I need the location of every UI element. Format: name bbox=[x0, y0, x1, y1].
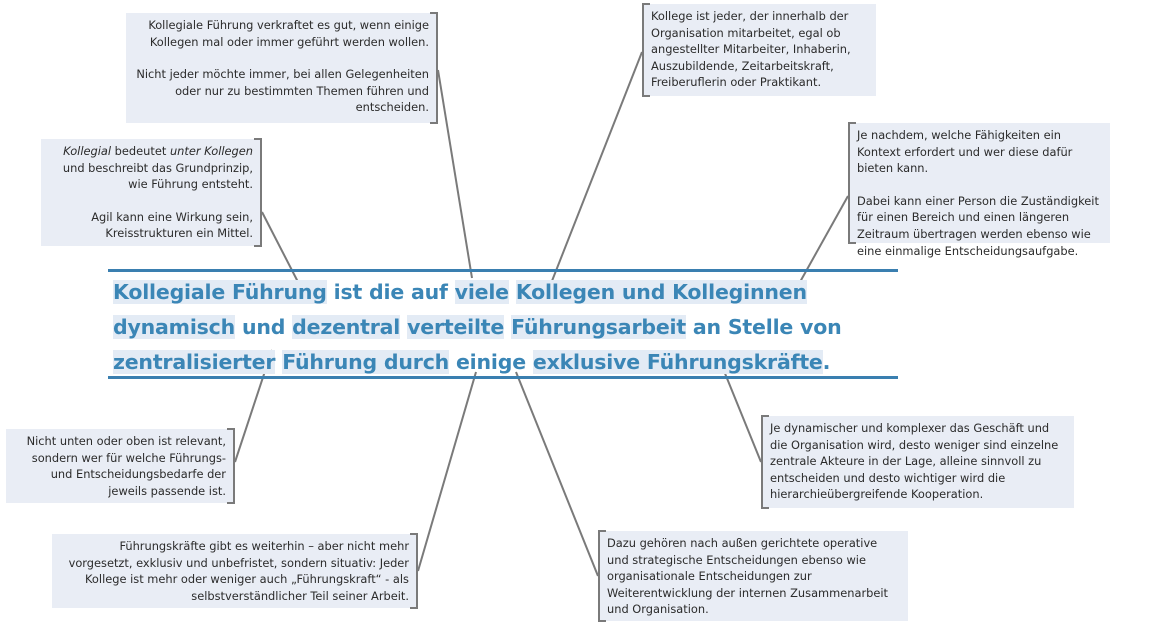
box-bottom-left: Führungskräfte gibt es weiterhin – aber … bbox=[52, 533, 418, 609]
box-left-bottom-p1: Nicht unten oder oben ist relevant, sond… bbox=[26, 434, 226, 498]
central-statement: Kollegiale Führung ist die auf viele Kol… bbox=[113, 275, 903, 380]
box-right-bottom: Je dynamischer und komplexer das Geschäf… bbox=[761, 415, 1074, 509]
text-grundprinzip: und beschreibt das Grundprinzip, wie Füh… bbox=[62, 160, 253, 192]
connector-right-bottom bbox=[721, 365, 762, 463]
box-left-top-p1: Kollegial bedeutet unter Kollegen und be… bbox=[48, 143, 253, 193]
central-highlight: viele bbox=[454, 280, 509, 304]
box-bottom-right: Dazu gehören nach außen gerichtete opera… bbox=[598, 530, 908, 622]
box-top-right: Kollege ist jeder, der innerhalb der Org… bbox=[642, 3, 876, 97]
central-highlight: dezentral bbox=[292, 315, 401, 339]
central-highlight: Führung durch bbox=[282, 350, 450, 374]
bottom-rule bbox=[108, 376, 898, 379]
box-right-top: Je nachdem, welche Fähigkeiten ein Konte… bbox=[848, 122, 1110, 258]
central-highlight: zentralisierter bbox=[113, 350, 276, 374]
central-text bbox=[509, 280, 516, 304]
connector-bottom-left bbox=[417, 371, 477, 572]
connector-top-center bbox=[437, 69, 473, 279]
box-right-top-p2: Dabei kann einer Person die Zuständigkei… bbox=[857, 193, 1099, 258]
connector-right-top bbox=[799, 195, 849, 283]
connector-top-right bbox=[549, 51, 643, 287]
central-highlight: Kollegen und Kolleginnen bbox=[515, 280, 807, 304]
central-highlight: Kollegiale Führung bbox=[113, 280, 327, 304]
central-text: ist die auf bbox=[326, 280, 455, 304]
box-left-bottom: Nicht unten oder oben ist relevant, sond… bbox=[6, 428, 235, 504]
box-bottom-left-p1: Führungskräfte gibt es weiterhin – aber … bbox=[68, 539, 409, 603]
box-left-top-p2: Agil kann eine Wirkung sein, Kreisstrukt… bbox=[91, 209, 253, 241]
box-top-center-p1: Kollegiale Führung verkraftet es gut, we… bbox=[148, 18, 429, 49]
central-highlight: verteilte bbox=[407, 315, 505, 339]
box-top-right-p1: Kollege ist jeder, der innerhalb der Org… bbox=[651, 9, 851, 90]
central-text: an Stelle von bbox=[685, 315, 842, 339]
central-highlight: dynamisch bbox=[113, 315, 236, 339]
box-bottom-right-p1: Dazu gehören nach außen gerichtete opera… bbox=[607, 536, 888, 617]
box-right-bottom-p1: Je dynamischer und komplexer das Geschäf… bbox=[770, 421, 1059, 502]
central-highlight: exklusive Führungskräfte bbox=[532, 350, 823, 374]
connector-bottom-right bbox=[515, 371, 599, 577]
box-left-top: Kollegial bedeutet unter Kollegen und be… bbox=[41, 138, 262, 247]
central-highlight: Führungsarbeit bbox=[511, 315, 686, 339]
box-top-center: Kollegiale Führung verkraftet es gut, we… bbox=[126, 12, 438, 124]
central-text: . bbox=[822, 350, 831, 374]
top-rule bbox=[108, 269, 898, 272]
box-top-center-p2: Nicht jeder möchte immer, bei allen Gele… bbox=[136, 67, 429, 115]
central-text: und bbox=[235, 315, 293, 339]
central-text: einige bbox=[449, 350, 533, 374]
box-right-top-p1: Je nachdem, welche Fähigkeiten ein Konte… bbox=[857, 128, 1073, 176]
italic-unter-kollegen: unter Kollegen bbox=[169, 144, 253, 158]
italic-kollegial: Kollegial bbox=[63, 144, 112, 158]
text-bedeutet: bedeutet bbox=[111, 144, 170, 158]
